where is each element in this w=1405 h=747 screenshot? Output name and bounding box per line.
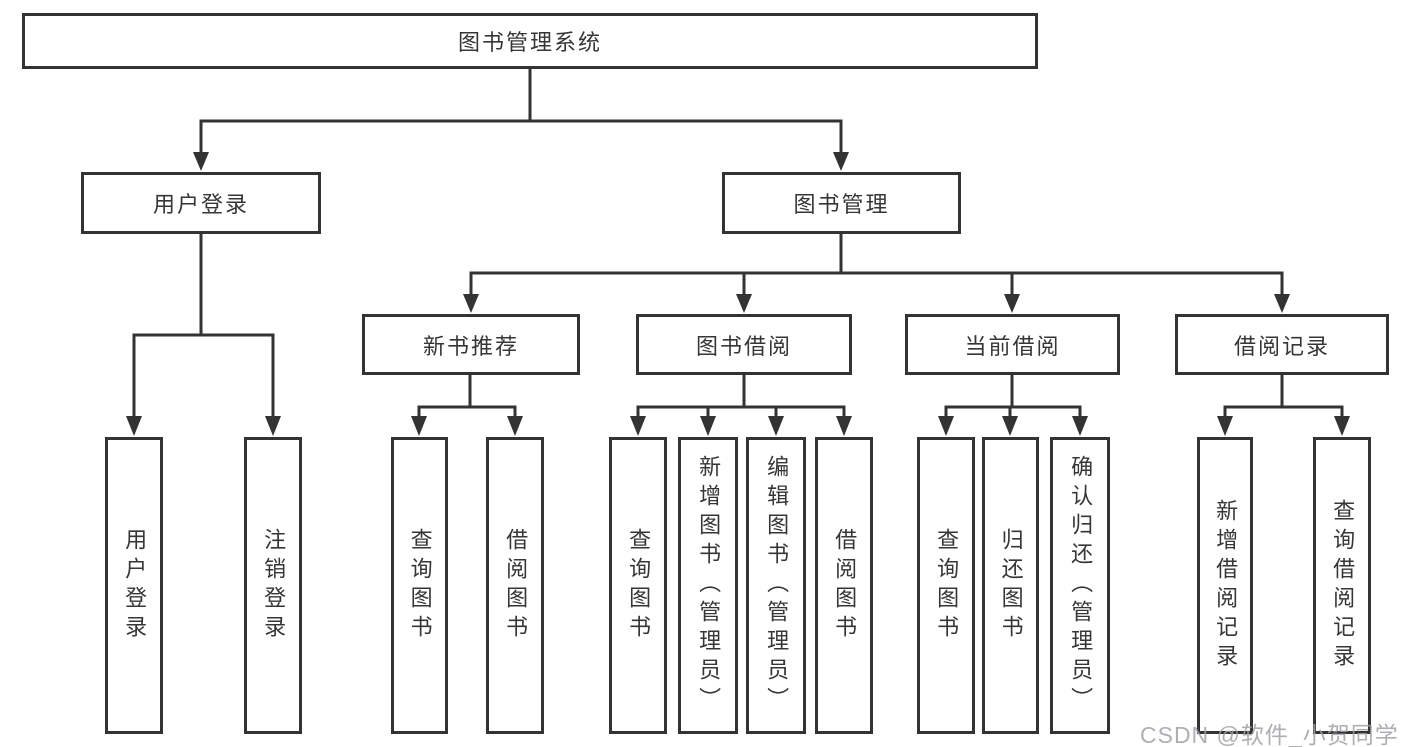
leaf-records-query-borrow-record: 查询借阅记录 bbox=[1313, 437, 1371, 734]
leaf-borrow-query-books: 查询图书 bbox=[609, 437, 667, 734]
leaf-user-login: 用户登录 bbox=[105, 437, 163, 734]
leaf-borrow-add-books-admin-label: 新增图书（管理员） bbox=[696, 455, 722, 716]
connector-login-to-leaves bbox=[126, 234, 281, 436]
connector-records-to-leaves bbox=[1217, 375, 1350, 436]
node-root-label: 图书管理系统 bbox=[457, 30, 602, 55]
leaf-borrow-borrow-books: 借阅图书 bbox=[815, 437, 873, 734]
node-book-borrowing-label: 图书借阅 bbox=[695, 333, 792, 359]
node-new-book-recommendation: 新书推荐 bbox=[362, 314, 580, 375]
leaf-records-query-borrow-record-label: 查询借阅记录 bbox=[1330, 498, 1356, 673]
leaf-current-confirm-return-admin-label: 确认归还（管理员） bbox=[1068, 455, 1094, 716]
leaf-current-confirm-return-admin: 确认归还（管理员） bbox=[1050, 437, 1110, 734]
leaf-logout: 注销登录 bbox=[244, 437, 302, 734]
leaf-current-query-books: 查询图书 bbox=[917, 437, 975, 734]
leaf-current-return-books-label: 归还图书 bbox=[998, 527, 1024, 644]
leaf-recommend-query-books-label: 查询图书 bbox=[407, 527, 433, 644]
leaf-borrow-edit-books-admin-label: 编辑图书（管理员） bbox=[764, 455, 790, 716]
leaf-logout-label: 注销登录 bbox=[261, 527, 287, 644]
leaf-current-return-books: 归还图书 bbox=[982, 437, 1039, 734]
leaf-borrow-query-books-label: 查询图书 bbox=[626, 527, 652, 644]
node-book-management: 图书管理 bbox=[722, 172, 961, 234]
node-book-borrowing: 图书借阅 bbox=[636, 314, 852, 375]
node-borrowing-records-label: 借阅记录 bbox=[1233, 333, 1330, 359]
leaf-records-add-borrow-record-label: 新增借阅记录 bbox=[1213, 498, 1239, 673]
node-user-login-label: 用户登录 bbox=[152, 192, 249, 217]
leaf-borrow-edit-books-admin: 编辑图书（管理员） bbox=[746, 437, 806, 734]
connector-current-to-leaves bbox=[938, 375, 1088, 436]
leaf-recommend-borrow-books-label: 借阅图书 bbox=[503, 527, 529, 644]
connector-management-to-level3 bbox=[463, 234, 1290, 313]
node-borrowing-records: 借阅记录 bbox=[1175, 314, 1389, 375]
node-user-login: 用户登录 bbox=[81, 172, 321, 234]
connector-recommend-to-leaves bbox=[411, 375, 523, 436]
connector-borrowing-to-leaves bbox=[630, 375, 852, 436]
node-current-borrowing-label: 当前借阅 bbox=[964, 333, 1061, 359]
connector-root-to-level2 bbox=[193, 69, 849, 171]
node-root: 图书管理系统 bbox=[22, 13, 1038, 69]
leaf-current-query-books-label: 查询图书 bbox=[934, 527, 960, 644]
leaf-user-login-label: 用户登录 bbox=[122, 527, 148, 644]
node-current-borrowing: 当前借阅 bbox=[905, 314, 1120, 375]
leaf-recommend-query-books: 查询图书 bbox=[391, 437, 448, 734]
leaf-records-add-borrow-record: 新增借阅记录 bbox=[1197, 437, 1253, 734]
leaf-recommend-borrow-books: 借阅图书 bbox=[486, 437, 544, 734]
node-new-book-recommendation-label: 新书推荐 bbox=[422, 333, 519, 359]
csdn-watermark: CSDN @软件_小贺同学 bbox=[1140, 722, 1399, 747]
node-book-management-label: 图书管理 bbox=[793, 192, 890, 217]
leaf-borrow-borrow-books-label: 借阅图书 bbox=[832, 527, 858, 644]
leaf-borrow-add-books-admin: 新增图书（管理员） bbox=[678, 437, 738, 734]
